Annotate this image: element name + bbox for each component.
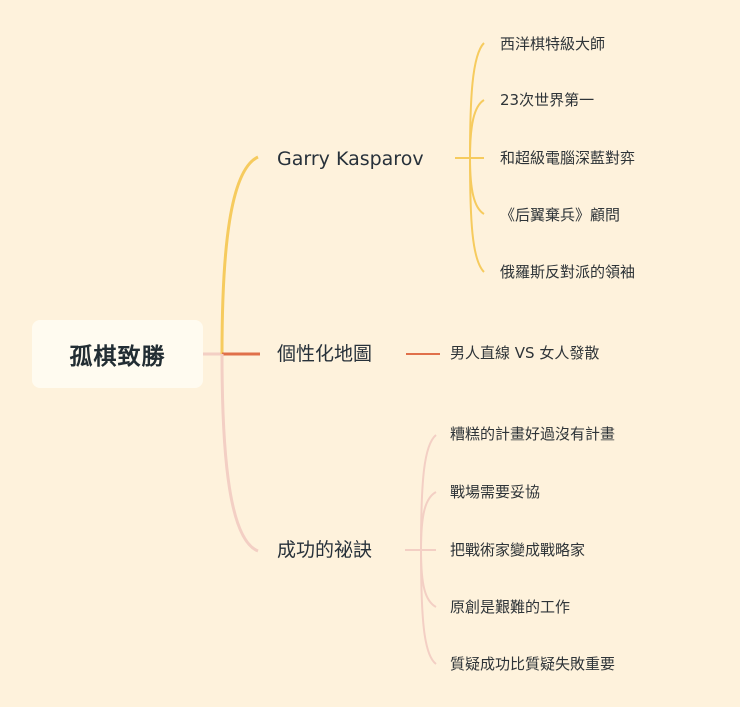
branch-3-connector [220,353,259,553]
root-label: 孤棋致勝 [69,344,166,370]
leaf-connector [469,42,485,159]
leaf-connector [420,549,437,608]
leaf-connector [420,434,437,551]
leaf-node[interactable]: 把戰術家變成戰略家 [450,541,586,559]
leaf-node[interactable]: 俄羅斯反對派的領袖 [500,263,636,281]
leaf-node[interactable]: 戰場需要妥協 [450,483,541,501]
leaf-node[interactable]: 男人直線 VS 女人發散 [450,344,600,362]
leaf-node[interactable]: 原創是艱難的工作 [450,598,571,616]
leaf-node[interactable]: 糟糕的計畫好過沒有計畫 [450,425,616,443]
root-node[interactable]: 孤棋致勝 [32,320,203,388]
branch-node-personalized-map[interactable]: 個性化地圖 [277,343,373,365]
branch-node-garry-kasparov[interactable]: Garry Kasparov [277,148,424,170]
leaf-node[interactable]: 質疑成功比質疑失敗重要 [450,655,616,673]
branch-1-connector [220,155,259,355]
leaf-connector [469,99,485,159]
branch-node-secrets-of-success[interactable]: 成功的祕訣 [277,539,373,561]
leaf-node[interactable]: 23次世界第一 [500,91,595,109]
leaf-node[interactable]: 《后翼棄兵》顧問 [500,206,621,224]
leaf-connector [420,491,437,551]
leaf-node[interactable]: 西洋棋特級大師 [500,35,606,53]
leaf-connector [469,157,485,215]
leaf-connector [420,549,437,665]
leaf-connector [469,157,485,273]
leaf-node[interactable]: 和超級電腦深藍對弈 [500,149,636,167]
